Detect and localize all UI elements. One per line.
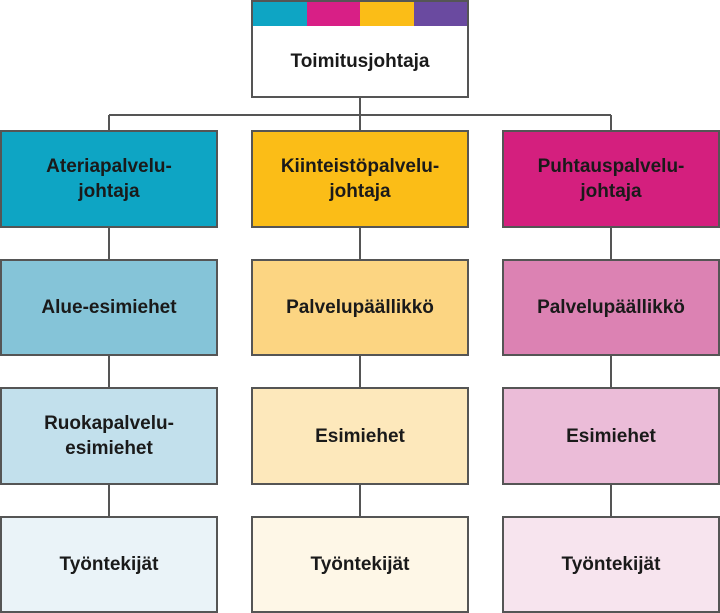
box-food-service-supervisors: Ruokapalvelu- esimiehet <box>0 387 218 485</box>
box-label: Ateriapalvelu- johtaja <box>46 156 172 202</box>
box-label: Työntekijät <box>561 554 661 575</box>
box-label: Palvelupäällikkö <box>286 297 434 318</box>
stripe-magenta <box>306 2 360 26</box>
ceo-box: Toimitusjohtaja <box>251 0 469 98</box>
box-label: Kiinteistöpalvelu- johtaja <box>280 156 440 202</box>
stripe-yellow <box>360 2 414 26</box>
box-label: Esimiehet <box>315 425 405 447</box>
ceo-title: Toimitusjohtaja <box>290 50 430 72</box>
color-stripes <box>253 2 467 26</box>
box-area-supervisors: Alue-esimiehet <box>0 259 218 356</box>
box-service-manager-cleaning: Palvelupäällikkö <box>502 259 720 356</box>
stripe-purple <box>413 2 467 26</box>
box-service-manager-property: Palvelupäällikkö <box>251 259 469 356</box>
box-employees-food: Työntekijät <box>0 516 218 613</box>
box-employees-cleaning: Työntekijät <box>502 516 720 613</box>
box-employees-property: Työntekijät <box>251 516 469 613</box>
stripe-teal <box>253 2 307 26</box>
box-label: Työntekijät <box>310 554 410 575</box>
box-cleaning-service-director: Puhtauspalvelu- johtaja <box>502 130 720 228</box>
box-supervisors-property: Esimiehet <box>251 387 469 485</box>
box-supervisors-cleaning: Esimiehet <box>502 387 720 485</box>
box-label: Palvelupäällikkö <box>537 297 685 318</box>
box-label: Alue-esimiehet <box>41 297 177 318</box>
box-food-service-director: Ateriapalvelu- johtaja <box>0 130 218 228</box>
box-label: Puhtauspalvelu- johtaja <box>537 156 685 202</box>
box-label: Esimiehet <box>566 425 656 447</box>
box-property-service-director: Kiinteistöpalvelu- johtaja <box>251 130 469 228</box>
box-label: Ruokapalvelu- esimiehet <box>44 413 174 459</box>
box-label: Työntekijät <box>59 554 159 575</box>
